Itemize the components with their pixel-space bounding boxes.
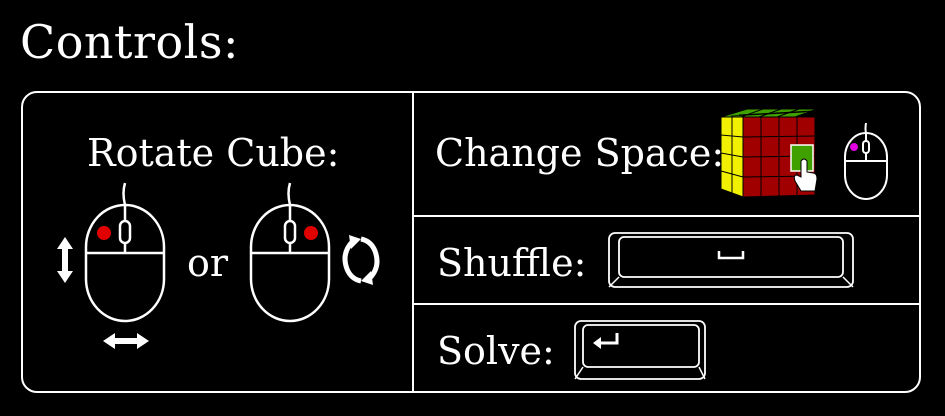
change-space-button-highlight <box>850 143 858 151</box>
shuffle-label: Shuffle: <box>437 241 587 285</box>
rotate-cube-label: Rotate Cube: <box>87 131 340 175</box>
horizontal-arrows-icon <box>103 333 149 349</box>
divider-vertical <box>412 93 414 391</box>
space-key-icon <box>608 232 854 288</box>
enter-key-icon <box>574 320 706 380</box>
right-button-highlight <box>304 226 318 240</box>
page-title: Controls: <box>20 15 240 69</box>
change-space-label: Change Space: <box>435 131 725 175</box>
divider-horizontal-1 <box>414 215 921 217</box>
divider-horizontal-2 <box>414 303 921 305</box>
solve-label: Solve: <box>437 329 555 373</box>
mouse-left-drag-icon <box>84 182 166 323</box>
left-button-highlight <box>97 226 111 240</box>
controls-panel: Rotate Cube: or Change Space: <box>21 91 921 393</box>
or-label: or <box>187 241 229 285</box>
mouse-click-icon <box>844 122 888 200</box>
cube-icon <box>720 108 818 198</box>
vertical-arrows-icon <box>57 237 73 283</box>
mouse-right-drag-icon <box>249 182 331 323</box>
rotate-arrows-icon <box>342 235 380 285</box>
